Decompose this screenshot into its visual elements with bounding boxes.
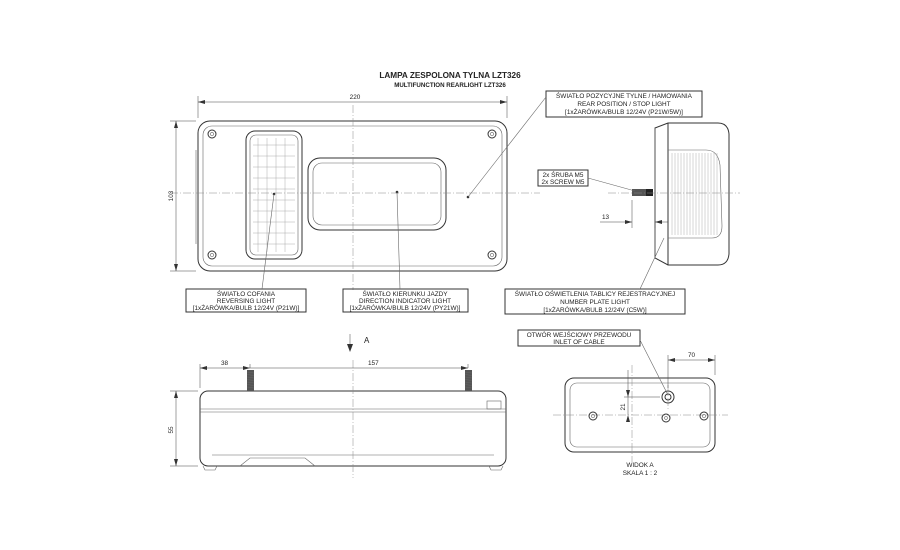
side-view: 13 — [600, 122, 740, 266]
callout-screw: 2x ŚRUBA M5 2x SCREW M5 — [537, 169, 636, 192]
svg-text:[1xŻARÓWKA/BULB 12/24V (PY21W): [1xŻARÓWKA/BULB 12/24V (PY21W)] — [350, 303, 461, 312]
bottom-view: 38 157 55 — [168, 360, 507, 478]
callout-cable: OTWÓR WEJŚCIOWY PRZEWODU INLET OF CABLE — [517, 329, 669, 396]
stud-left-icon — [246, 370, 255, 391]
callout-plate: ŚWIATŁO OŚWIETLENIA TABLICY REJESTRACYJN… — [504, 237, 686, 315]
reversing-lens — [245, 130, 303, 260]
svg-text:ŚWIATŁO COFANIA: ŚWIATŁO COFANIA — [217, 289, 276, 298]
dim-cable-offset: 21 — [620, 403, 627, 411]
svg-text:[1xŻARÓWKA/BULB 12/24V (P21W/5: [1xŻARÓWKA/BULB 12/24V (P21W/5W)] — [565, 107, 683, 116]
screw-hole-icon — [588, 411, 709, 421]
screw-icon — [632, 189, 653, 196]
view-a: 70 21 OTWÓR WEJŚCIOWY PRZEWODU INLET OF … — [517, 329, 728, 477]
front-view: 220 103 — [168, 94, 540, 290]
dim-height: 103 — [168, 190, 175, 201]
dim-side-offset: 70 — [688, 352, 696, 359]
svg-text:ŚWIATŁO POZYCYJNE TYLNE / HAMO: ŚWIATŁO POZYCYJNE TYLNE / HAMOWANIA — [556, 91, 693, 100]
callout-indicator: ŚWIATŁO KIERUNKU JAZDY DIRECTION INDICAT… — [342, 191, 469, 313]
svg-text:2x SCREW M5: 2x SCREW M5 — [542, 179, 585, 186]
stud-right-icon — [464, 370, 473, 391]
svg-text:INLET OF CABLE: INLET OF CABLE — [553, 339, 604, 346]
svg-text:2x ŚRUBA M5: 2x ŚRUBA M5 — [543, 170, 584, 179]
svg-text:REAR POSITION / STOP LIGHT: REAR POSITION / STOP LIGHT — [577, 101, 670, 108]
dim-width: 220 — [350, 94, 361, 101]
screw-hole-icon — [207, 129, 497, 260]
svg-text:ŚWIATŁO KIERUNKU JAZDY: ŚWIATŁO KIERUNKU JAZDY — [362, 289, 448, 298]
svg-text:A: A — [364, 336, 370, 345]
svg-text:NUMBER PLATE LIGHT: NUMBER PLATE LIGHT — [560, 299, 630, 306]
svg-text:ŚWIATŁO OŚWIETLENIA TABLICY RE: ŚWIATŁO OŚWIETLENIA TABLICY REJESTRACYJN… — [515, 289, 675, 298]
dim-bottom-left: 38 — [221, 360, 229, 367]
indicator-lens — [307, 157, 447, 231]
svg-text:REVERSING LIGHT: REVERSING LIGHT — [217, 298, 275, 305]
dim-bottom-span: 157 — [368, 360, 379, 367]
dim-bottom-height: 55 — [168, 426, 175, 434]
view-a-name: WIDOK A — [626, 462, 654, 469]
drawing-title: LAMPA ZESPOLONA TYLNA LZT326 — [379, 71, 521, 80]
svg-text:[1xŻARÓWKA/BULB 12/24V (C5W)]: [1xŻARÓWKA/BULB 12/24V (C5W)] — [543, 305, 647, 314]
view-a-scale: SKALA 1 : 2 — [623, 470, 658, 477]
drawing-subtitle: MULTIFUNCTION REARLIGHT LZT326 — [394, 82, 506, 89]
callout-reversing: ŚWIATŁO COFANIA REVERSING LIGHT [1xŻARÓW… — [185, 193, 307, 313]
svg-text:OTWÓR WEJŚCIOWY PRZEWODU: OTWÓR WEJŚCIOWY PRZEWODU — [527, 330, 632, 339]
dim-depth-offset: 13 — [602, 214, 610, 221]
svg-text:[1xŻARÓWKA/BULB 12/24V (P21W)]: [1xŻARÓWKA/BULB 12/24V (P21W)] — [193, 303, 300, 312]
svg-text:DIRECTION INDICATOR LIGHT: DIRECTION INDICATOR LIGHT — [359, 298, 451, 305]
view-marker-a: A — [347, 334, 370, 352]
callout-position-stop: ŚWIATŁO POZYCYJNE TYLNE / HAMOWANIA REAR… — [467, 90, 703, 198]
